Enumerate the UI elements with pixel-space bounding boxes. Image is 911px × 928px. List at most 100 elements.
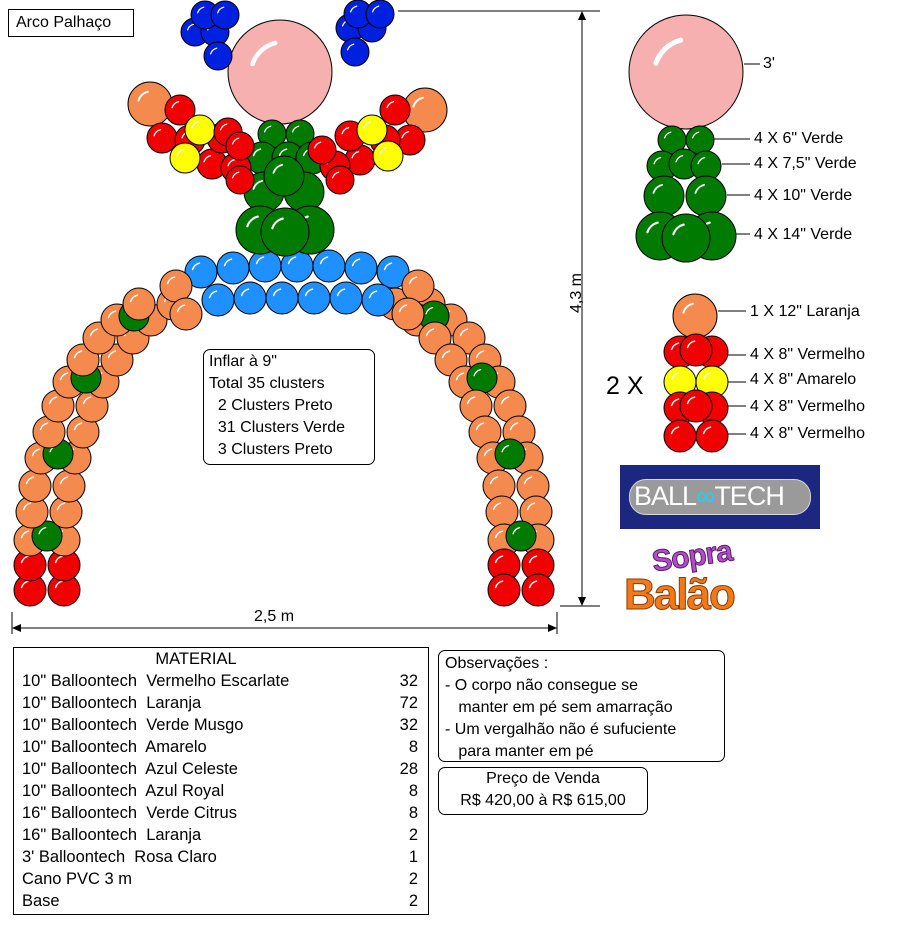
balloon-highlight: [20, 530, 30, 539]
balloon-highlight: [492, 502, 502, 511]
balloon-highlight: [31, 448, 41, 457]
arch-balloon: [487, 573, 521, 607]
balloon-highlight: [346, 43, 355, 51]
material-item-qty: 2: [408, 892, 418, 910]
arch-balloon: [521, 573, 555, 607]
balloon-highlight: [363, 120, 372, 129]
balloon-highlight: [287, 256, 297, 265]
balloon-highlight: [255, 256, 265, 265]
balloon-highlight: [686, 340, 696, 349]
balloon-highlight: [494, 555, 504, 564]
arch-balloon-blue: [344, 251, 378, 285]
balloon-highlight: [191, 262, 201, 271]
balloon-highlight: [694, 183, 706, 194]
clown-body: [260, 207, 310, 257]
balloon-highlight: [89, 328, 99, 337]
balloon-highlight: [73, 422, 83, 431]
balloon-highlight: [331, 171, 340, 179]
balloon-highlight: [351, 258, 361, 267]
arch-balloon-blue: [376, 255, 410, 289]
width-arrow-left: [12, 624, 21, 632]
balloon-highlight: [263, 125, 272, 133]
balloon-highlight: [278, 148, 288, 157]
balloon-highlight: [319, 256, 329, 265]
balloontech-text: BALL∞TECH: [634, 481, 785, 511]
balloon-highlight: [523, 476, 533, 485]
detail-10: [685, 175, 727, 217]
material-item-qty: 8: [408, 782, 418, 800]
material-item-name: 10" Balloontech Vermelho Escarlate: [22, 672, 290, 690]
price-header: Preço de Venda: [486, 770, 600, 787]
detail-arm-red: [679, 389, 713, 423]
balloon-highlight: [59, 476, 69, 485]
clown-head: [227, 19, 333, 125]
clown-arm-yellow: [372, 140, 404, 172]
balloon-highlight: [386, 100, 395, 109]
balloon-highlight: [494, 530, 504, 539]
arch-balloon-blue: [201, 283, 235, 317]
balloon-highlight: [240, 288, 250, 297]
balloon-highlight: [383, 262, 393, 271]
observations-box: Observações : - O corpo não consegue se …: [438, 650, 725, 762]
body-label-6: 4 X 6" Verde: [754, 130, 844, 147]
balloon-highlight: [186, 23, 195, 31]
detail-10: [643, 175, 685, 217]
balloon-highlight: [425, 306, 434, 315]
info-line: 2 Clusters Preto: [209, 397, 333, 414]
arch-balloon: [401, 269, 435, 303]
clown-hand: [127, 81, 173, 127]
arch-balloon-blue: [216, 251, 250, 285]
label-leader-lines: [714, 63, 760, 435]
balloon-highlight: [473, 368, 482, 377]
balloon-highlight: [227, 158, 236, 167]
balloon-highlight: [196, 6, 205, 14]
width-arrow-right: [548, 624, 557, 632]
body-label-10: 4 X 10" Verde: [754, 187, 853, 204]
balloontech-pill: [629, 479, 811, 515]
balloon-highlight: [670, 342, 680, 351]
balloon-highlight: [526, 502, 536, 511]
observation-line: para manter em pé: [445, 743, 594, 760]
balloon-highlight: [697, 156, 706, 165]
detail-arm-12: [672, 293, 718, 339]
arch-balloon: [122, 287, 156, 321]
price-value: R$ 420,00 à R$ 615,00: [460, 792, 626, 809]
material-item-name: Cano PVC 3 m: [22, 870, 133, 888]
balloon-highlight: [107, 350, 117, 359]
height-label: 4,3 m: [568, 273, 585, 314]
balloon-highlight: [512, 526, 521, 535]
title-box: Arco Palhaço: [8, 9, 134, 37]
clown-arm: [225, 131, 255, 161]
balloon-highlight: [176, 148, 185, 157]
detail-arm-red: [695, 419, 729, 453]
material-item-name: 3' Balloontech Rosa Claro: [22, 848, 217, 866]
balloon-highlight: [675, 154, 684, 163]
clown-arm-yellow: [184, 114, 216, 146]
info-box: Inflar à 9" Total 35 clusters 2 Clusters…: [203, 349, 375, 465]
arch-balloon-green: [494, 438, 526, 470]
body-label-14: 4 X 14" Verde: [754, 226, 853, 243]
arch-balloon-blue: [265, 281, 299, 315]
balao-text: Balão: [624, 570, 737, 620]
clown-body: [263, 155, 305, 197]
balloon-highlight: [500, 396, 510, 405]
material-header: MATERIAL: [155, 650, 237, 668]
detail-14: [661, 213, 711, 263]
balloon-highlight: [401, 130, 410, 139]
balloon-highlight: [272, 288, 282, 297]
balloon-highlight: [475, 422, 485, 431]
balloon-highlight: [686, 396, 696, 405]
observation-line: - O corpo não consegue se: [445, 677, 639, 694]
arm-label-yellow: 4 X 8" Amarelo: [750, 371, 857, 388]
material-item-name: 10" Balloontech Amarelo: [22, 738, 207, 756]
clown-hair: [210, 0, 240, 30]
arch-balloon-blue: [361, 283, 395, 317]
balloon-highlight: [291, 125, 300, 133]
balloon-highlight: [475, 350, 485, 359]
sopra-balao-logo: Sopra Balão: [622, 534, 772, 620]
balloon-highlight: [652, 183, 664, 194]
body-label-7-5: 4 X 7,5" Verde: [754, 155, 857, 172]
